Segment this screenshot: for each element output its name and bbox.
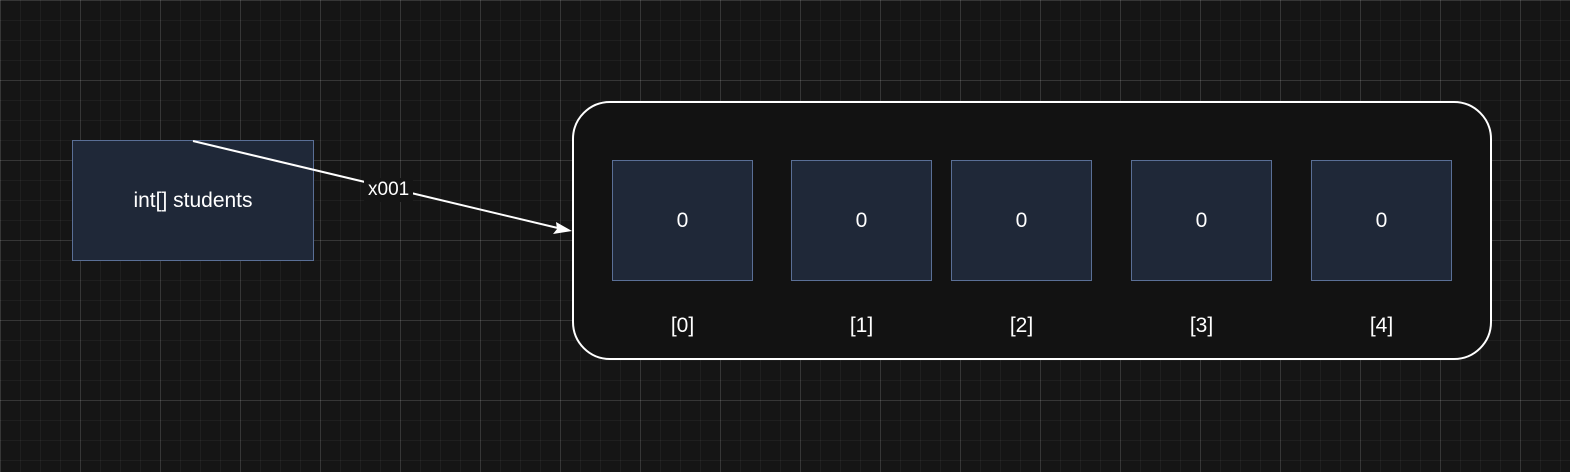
array-cell-4[interactable]: 0 xyxy=(1311,160,1452,281)
index-label-2: [2] xyxy=(1009,314,1034,337)
array-cell-0[interactable]: 0 xyxy=(612,160,753,281)
cell-value-4: 0 xyxy=(1375,208,1388,232)
variable-label: int[] students xyxy=(133,188,253,212)
index-label-1: [1] xyxy=(849,314,874,337)
cell-value-0: 0 xyxy=(676,208,689,232)
array-cell-3[interactable]: 0 xyxy=(1131,160,1272,281)
index-label-3: [3] xyxy=(1189,314,1214,337)
arrow-head xyxy=(553,222,572,234)
cell-value-3: 0 xyxy=(1195,208,1208,232)
array-cell-2[interactable]: 0 xyxy=(951,160,1092,281)
index-label-0: [0] xyxy=(670,314,695,337)
array-cell-1[interactable]: 0 xyxy=(791,160,932,281)
index-label-4: [4] xyxy=(1369,314,1394,337)
cell-value-1: 0 xyxy=(855,208,868,232)
pointer-label: x001 xyxy=(364,178,414,202)
cell-value-2: 0 xyxy=(1015,208,1028,232)
